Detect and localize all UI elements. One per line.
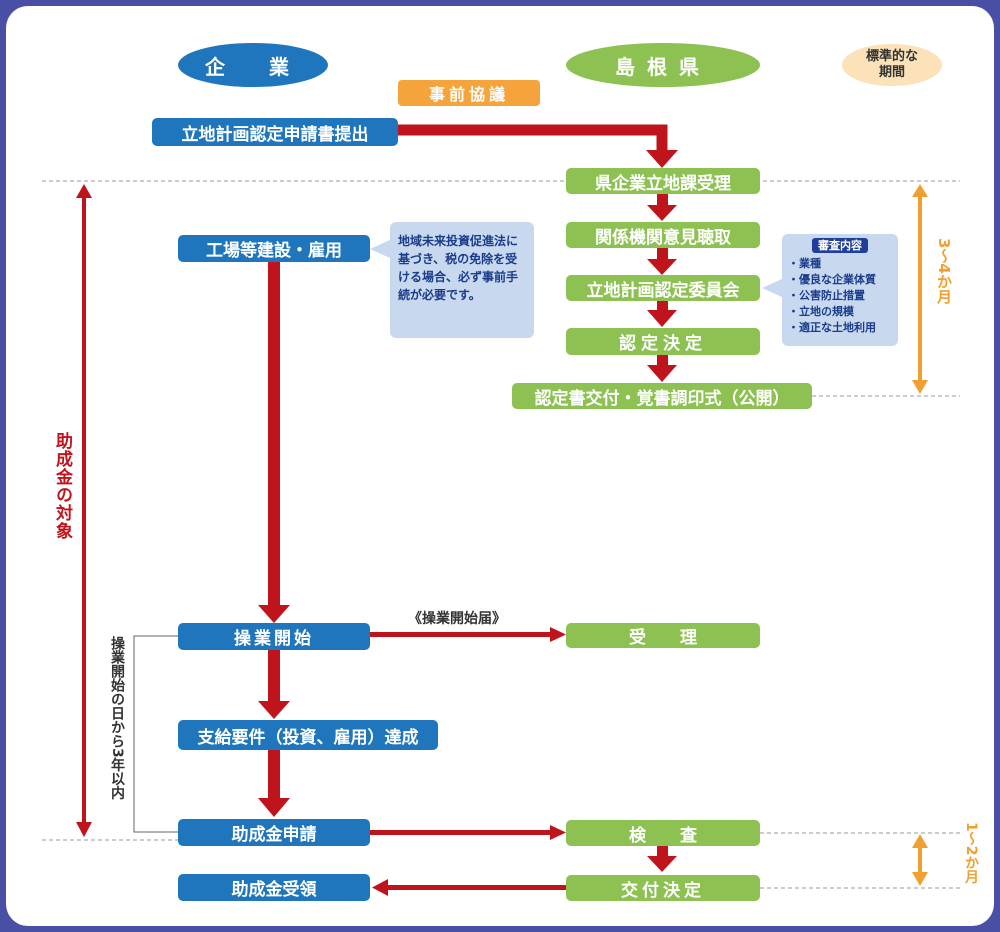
- operation-notice-label: 《操業開始届》: [408, 611, 506, 627]
- pre-consultation-label: 事前協議: [398, 80, 540, 106]
- review-item: ・立地の規模: [788, 305, 854, 318]
- accept-step: 受 理: [566, 623, 760, 648]
- period-1-2-months: 1～2か月: [963, 822, 979, 884]
- grant-apply-step: 助成金申請: [178, 819, 370, 846]
- ceremony-step: 認定書交付・覚書調印式（公開）: [512, 383, 812, 409]
- period-header: 標準的な期間: [842, 44, 942, 86]
- grant-target-label: 助成金の対象: [52, 432, 72, 540]
- prefecture-header: 島根県: [566, 43, 760, 87]
- review-item: ・適正な土地利用: [788, 321, 876, 334]
- diagram-frame: [6, 6, 994, 926]
- tax-exemption-note: 地域未来投資促進法に基づき、税の免除を受ける場合、必ず事前手続が必要です。: [390, 222, 534, 338]
- company-header: 企 業: [178, 43, 328, 87]
- hearing-step: 関係機関意見聴取: [566, 222, 760, 248]
- review-item: ・公害防止措置: [788, 289, 865, 302]
- review-content-note: 審査内容 ・業種 ・優良な企業体質 ・公害防止措置 ・立地の規模 ・適正な土地利…: [782, 234, 898, 346]
- inspection-step: 検 査: [566, 820, 760, 846]
- committee-step: 立地計画認定委員会: [566, 275, 760, 301]
- plan-submit-step: 立地計画認定申請書提出: [152, 118, 398, 146]
- requirement-step: 支給要件（投資、雇用）達成: [178, 720, 438, 750]
- arrow-submit-to-receipt: [398, 124, 668, 150]
- grant-decision-step: 交付決定: [566, 875, 760, 901]
- review-item: ・業種: [788, 257, 821, 270]
- within-3-years-label: 操業開始の日から3年以内: [109, 636, 125, 800]
- operation-start-step: 操業開始: [178, 623, 370, 650]
- construction-step: 工場等建設・雇用: [178, 235, 370, 262]
- receipt-step: 県企業立地課受理: [566, 168, 760, 194]
- decision-step: 認定決定: [566, 328, 760, 355]
- grant-receive-step: 助成金受領: [178, 874, 370, 901]
- review-title: 審査内容: [812, 238, 868, 253]
- tax-note-text: 地域未来投資促進法に基づき、税の免除を受ける場合、必ず事前手続が必要です。: [398, 234, 519, 302]
- review-item: ・優良な企業体質: [788, 273, 876, 286]
- period-3-4-months: 3～4か月: [935, 238, 953, 304]
